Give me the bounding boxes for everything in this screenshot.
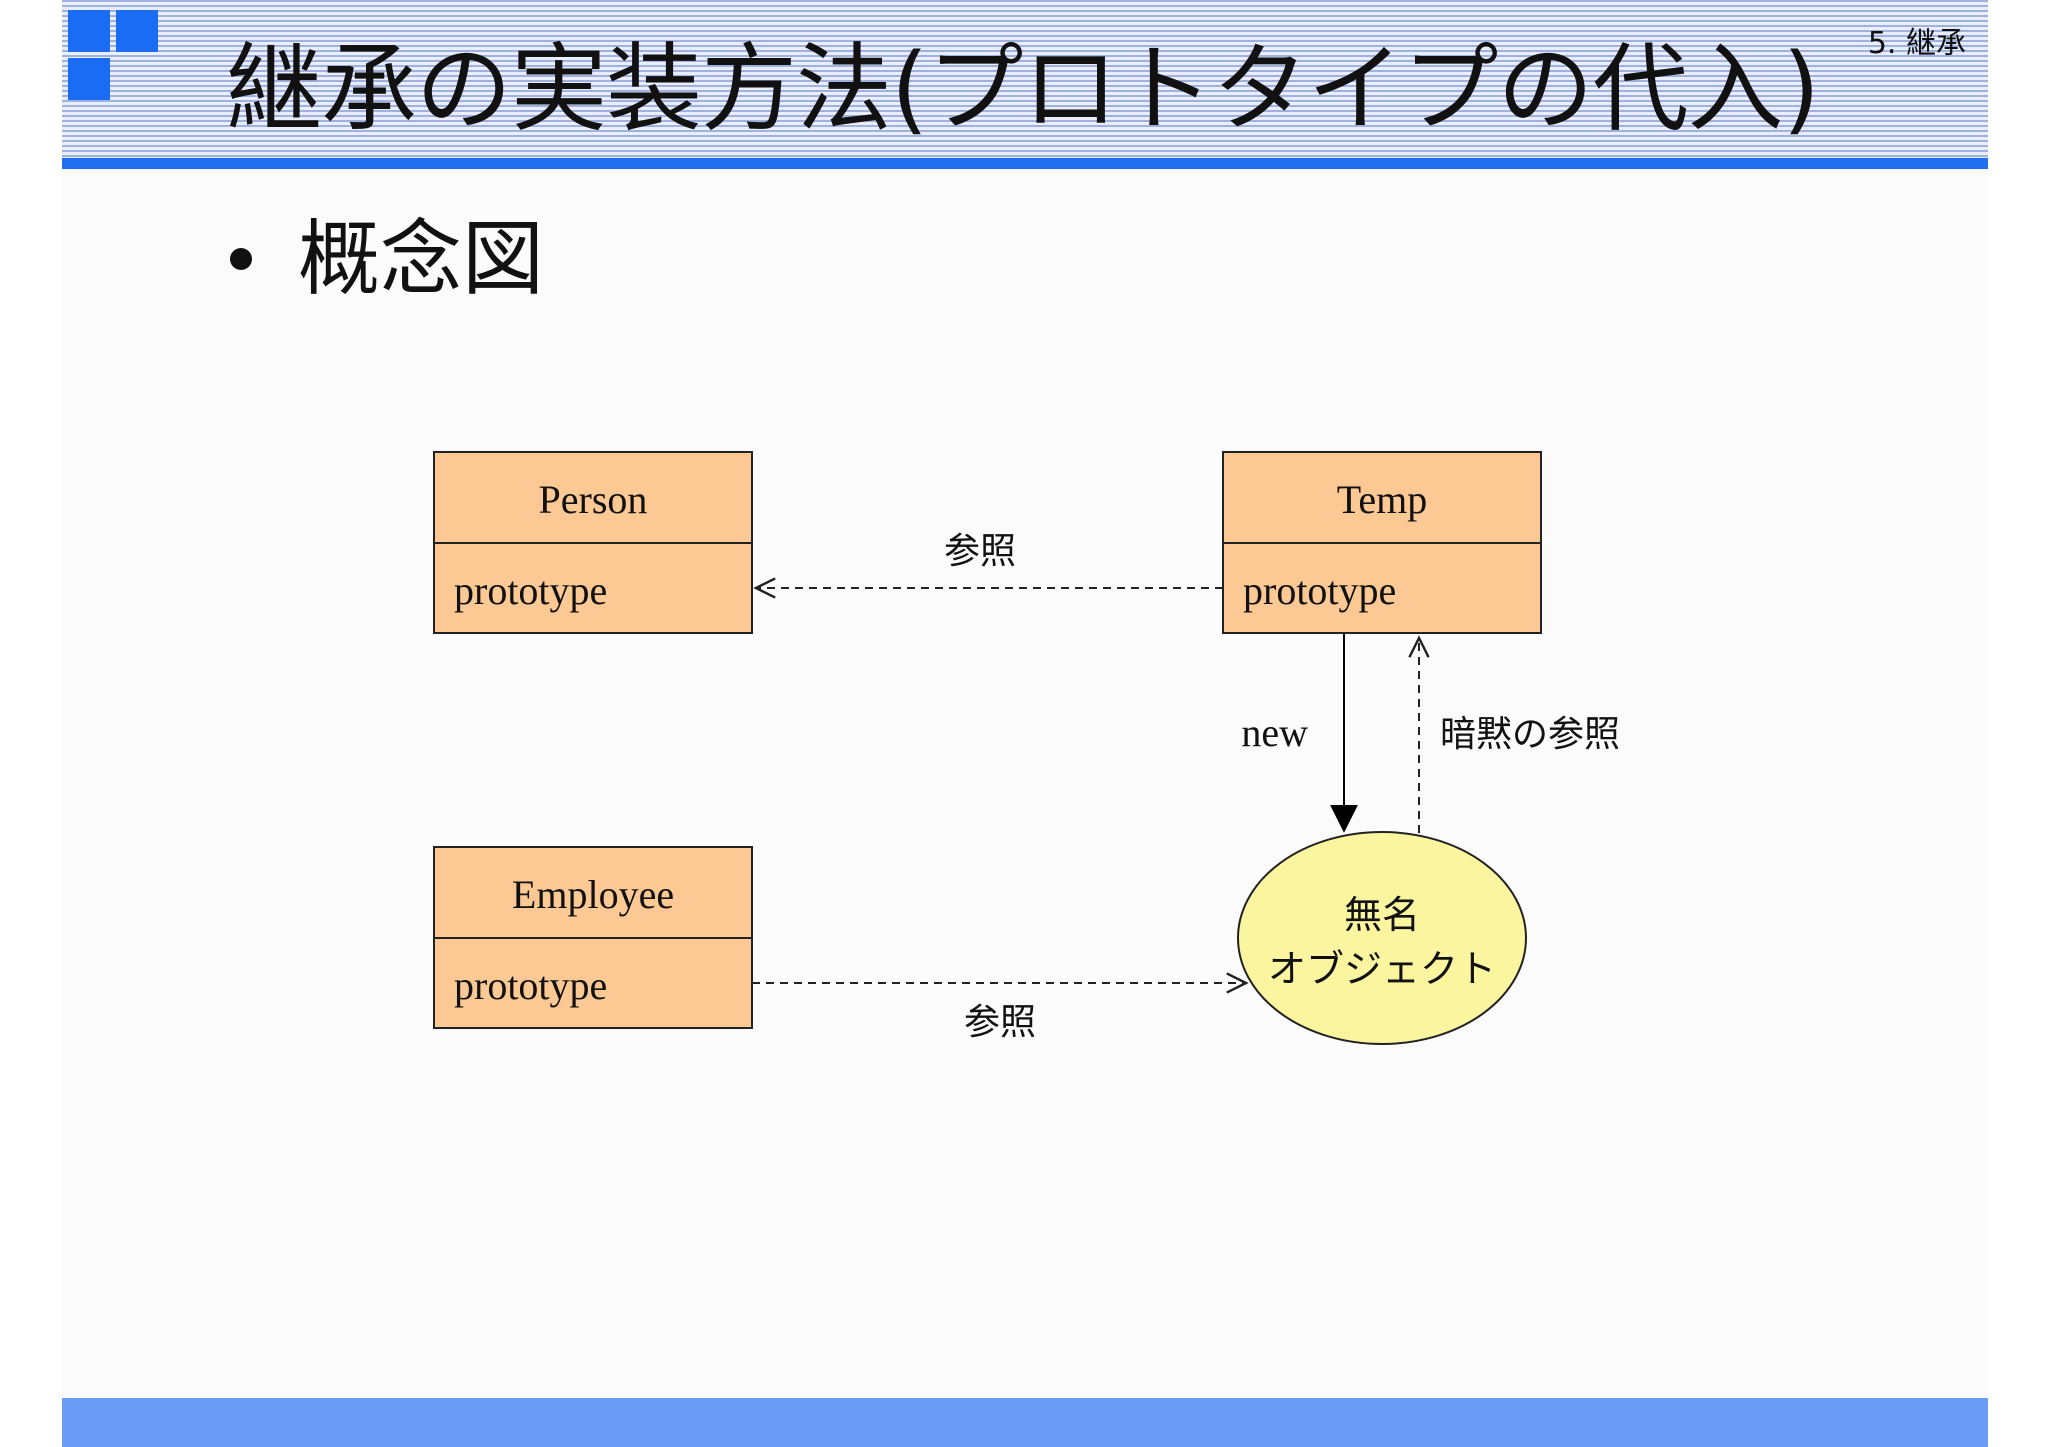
logo-square [116, 10, 158, 52]
header-band [62, 0, 1988, 158]
edge-anonymous-to-temp: 暗黙の参照 [1419, 638, 1620, 833]
section-tag: 5. 継承 [1867, 26, 1966, 61]
edge-label-new: new [1241, 710, 1308, 755]
field-prototype: prototype [454, 963, 607, 1008]
anonymous-object-label-line2: オブジェクト [1268, 947, 1496, 991]
slide-title: 継承の実装方法(プロトタイプの代入) [226, 33, 1820, 145]
logo-square [68, 10, 110, 52]
field-prototype: prototype [454, 568, 607, 613]
class-name-person: Person [539, 477, 648, 522]
edge-label-reference: 参照 [964, 1002, 1036, 1043]
logo-square [68, 58, 110, 100]
class-name-employee: Employee [512, 872, 674, 917]
anonymous-object-label-line1: 無名 [1344, 893, 1420, 937]
class-box-person: Person prototype [433, 451, 753, 634]
footer-band [62, 1398, 1988, 1447]
bullet-text: 概念図 [298, 212, 545, 307]
edge-label-implicit-reference: 暗黙の参照 [1440, 714, 1620, 755]
edge-temp-to-person: 参照 [756, 531, 1223, 588]
class-box-employee: Employee prototype [433, 846, 753, 1029]
bullet-point [230, 248, 252, 270]
class-name-temp: Temp [1337, 477, 1428, 522]
field-prototype: prototype [1243, 568, 1396, 613]
edge-label-reference: 参照 [944, 531, 1016, 572]
slide: 継承の実装方法(プロトタイプの代入) 5. 継承 概念図 [62, 0, 1988, 1447]
class-box-temp: Temp prototype [1222, 451, 1542, 634]
header-rule [62, 158, 1988, 169]
edge-temp-new-anonymous: new [1241, 633, 1358, 833]
edge-employee-to-anonymous: 参照 [752, 983, 1246, 1043]
anonymous-object: 無名 オブジェクト [1237, 831, 1527, 1045]
